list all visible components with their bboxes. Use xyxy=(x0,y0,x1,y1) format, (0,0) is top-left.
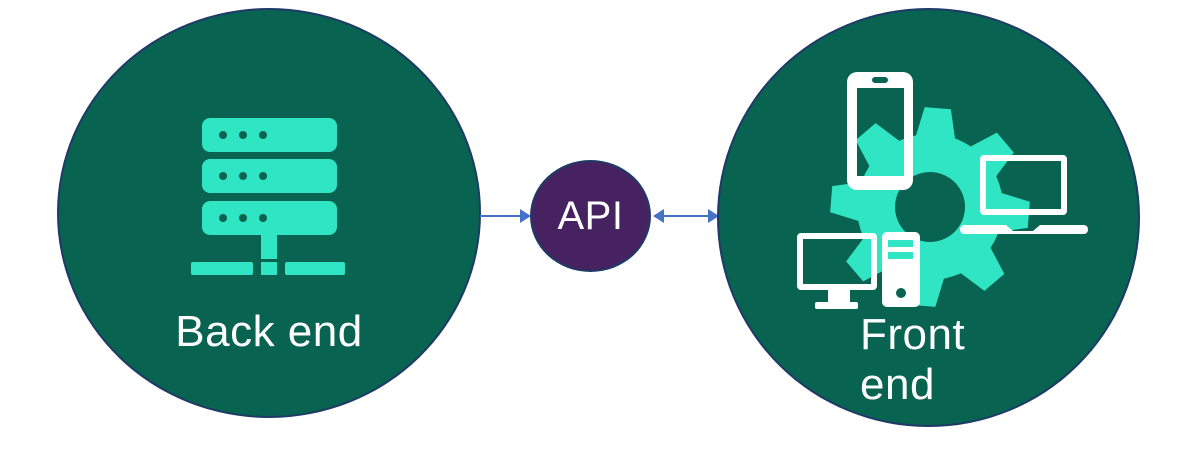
server-bar xyxy=(202,201,337,235)
smartphone-icon xyxy=(847,72,913,190)
frontend-label-line1: Front xyxy=(860,310,966,359)
arrow-right-icon xyxy=(480,209,531,223)
server-base-mid xyxy=(261,262,277,275)
server-leds xyxy=(219,131,267,222)
server-stem xyxy=(261,235,277,259)
desktop-monitor-icon xyxy=(797,233,877,309)
server-base-right xyxy=(285,262,345,275)
server-icon xyxy=(191,118,345,275)
api-label: API xyxy=(557,193,624,238)
server-bar xyxy=(202,159,337,193)
double-arrow-icon xyxy=(653,209,719,223)
backend-label: Back end xyxy=(175,307,363,356)
server-bar xyxy=(202,118,337,152)
server-stack xyxy=(191,118,345,275)
server-base-left xyxy=(191,262,253,275)
laptop-icon xyxy=(960,155,1088,234)
frontend-label-line2: end xyxy=(860,360,935,409)
frontend-icons xyxy=(797,72,1088,309)
frontend-label: Front end xyxy=(860,310,965,410)
arrow-head-left xyxy=(653,209,664,223)
arrow-head-right xyxy=(708,209,719,223)
api-node: API xyxy=(530,160,651,272)
tower-pc-icon xyxy=(882,232,920,307)
gear-hole xyxy=(895,172,965,242)
arrow-head xyxy=(520,209,531,223)
